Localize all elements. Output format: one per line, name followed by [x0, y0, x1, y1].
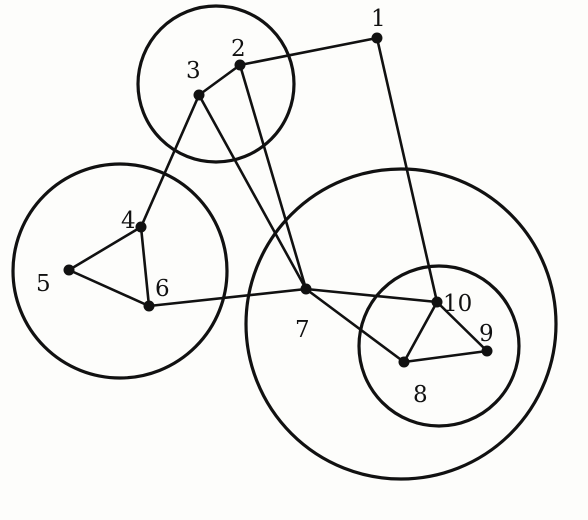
- edge-8-10: [402, 300, 439, 364]
- graph-edges: [67, 36, 489, 364]
- node-3-dot: [193, 89, 205, 101]
- node-9-label: 9: [479, 321, 494, 347]
- cluster-outer-right-circle: [244, 167, 558, 481]
- node-5-dot: [63, 264, 75, 276]
- node-8-dot: [398, 356, 410, 368]
- node-9-dot: [481, 345, 493, 357]
- cluster-top-circle: [136, 4, 296, 164]
- edge-4-6: [139, 225, 151, 308]
- edge-3-7: [197, 93, 308, 291]
- node-3-label: 3: [186, 58, 201, 84]
- edge-7-10: [304, 287, 439, 304]
- edge-3-4: [139, 93, 201, 229]
- edge-7-8: [304, 287, 406, 364]
- node-2-dot: [234, 59, 246, 71]
- edge-5-6: [67, 268, 151, 308]
- node-4-dot: [135, 221, 147, 233]
- node-1-label: 1: [371, 6, 386, 32]
- node-4-label: 4: [121, 208, 136, 234]
- edge-2-3: [197, 63, 242, 97]
- node-10-dot: [431, 296, 443, 308]
- node-7-dot: [300, 283, 312, 295]
- cluster-circles: [11, 4, 558, 481]
- edge-1-2: [238, 36, 379, 67]
- edge-4-5: [67, 225, 143, 272]
- cluster-left-circle: [11, 162, 229, 380]
- node-10-label: 10: [443, 291, 472, 317]
- node-8-label: 8: [413, 382, 428, 408]
- node-6-label: 6: [155, 276, 170, 302]
- node-5-label: 5: [36, 271, 51, 297]
- edge-6-7: [147, 287, 308, 308]
- node-7-label: 7: [295, 317, 310, 343]
- node-2-label: 2: [231, 36, 246, 62]
- cluster-inner-right-circle: [357, 264, 521, 428]
- node-1-dot: [371, 32, 383, 44]
- edge-8-9: [402, 349, 489, 364]
- node-6-dot: [143, 300, 155, 312]
- edge-9-10: [435, 300, 489, 353]
- edge-2-7: [238, 63, 308, 291]
- node-labels: 1 2 3 4 5 6 7 8 9 10: [36, 6, 494, 408]
- graph-nodes: [63, 32, 493, 368]
- edge-1-10: [375, 36, 439, 304]
